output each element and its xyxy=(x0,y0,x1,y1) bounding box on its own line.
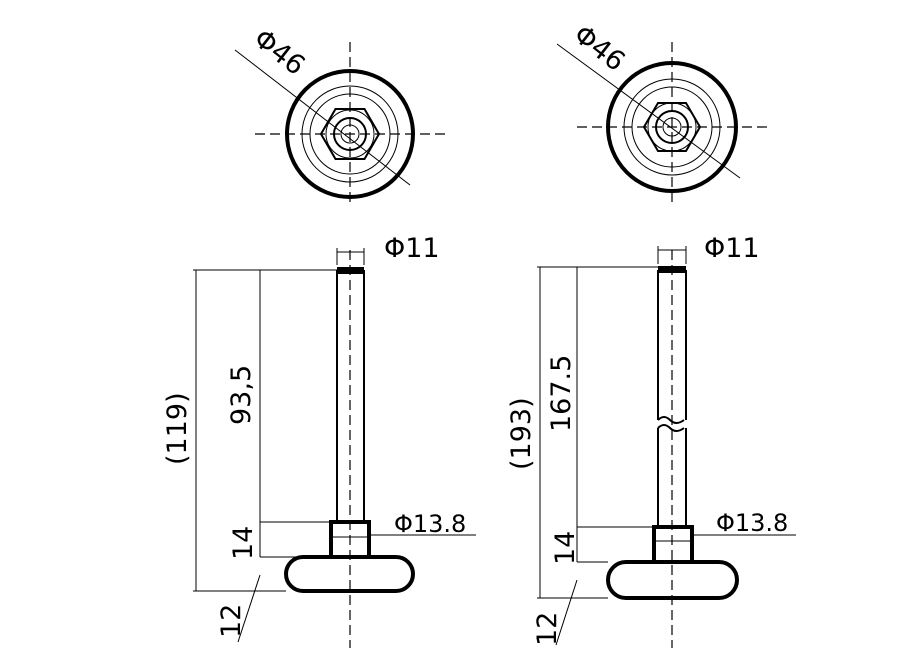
right-overall-length-label: (193) xyxy=(506,397,537,470)
left-top-diameter-label: Φ46 xyxy=(248,23,311,82)
left-overall-length-label: (119) xyxy=(162,392,193,465)
left-top-view: Φ46 xyxy=(234,23,445,205)
right-top-diameter-label: Φ46 xyxy=(568,19,631,78)
left-stem-length-label: 93,5 xyxy=(226,365,257,425)
left-side-view: Φ11 Φ13.8 (119) 93,5 14 12 xyxy=(162,233,476,648)
left-base-height-label: 12 xyxy=(216,604,247,638)
right-stem-length-label: 167.5 xyxy=(546,355,577,432)
right-leveling-foot: Φ46 Φ11 Φ13.8 xyxy=(506,19,796,648)
right-base-height-label: 12 xyxy=(532,612,563,646)
left-neck-diameter-label: Φ13.8 xyxy=(394,510,466,538)
right-top-view: Φ46 xyxy=(556,19,767,205)
left-neck-height-label: 14 xyxy=(228,526,259,560)
right-neck-diameter-label: Φ13.8 xyxy=(716,509,788,537)
right-neck-height-label: 14 xyxy=(550,531,581,565)
right-stem-diameter-label: Φ11 xyxy=(704,233,760,264)
left-stem-diameter-label: Φ11 xyxy=(384,233,440,264)
left-leveling-foot: Φ46 Φ11 Φ13.8 xyxy=(162,23,476,648)
right-side-view: Φ11 Φ13.8 (193) 167.5 14 12 xyxy=(506,233,796,648)
